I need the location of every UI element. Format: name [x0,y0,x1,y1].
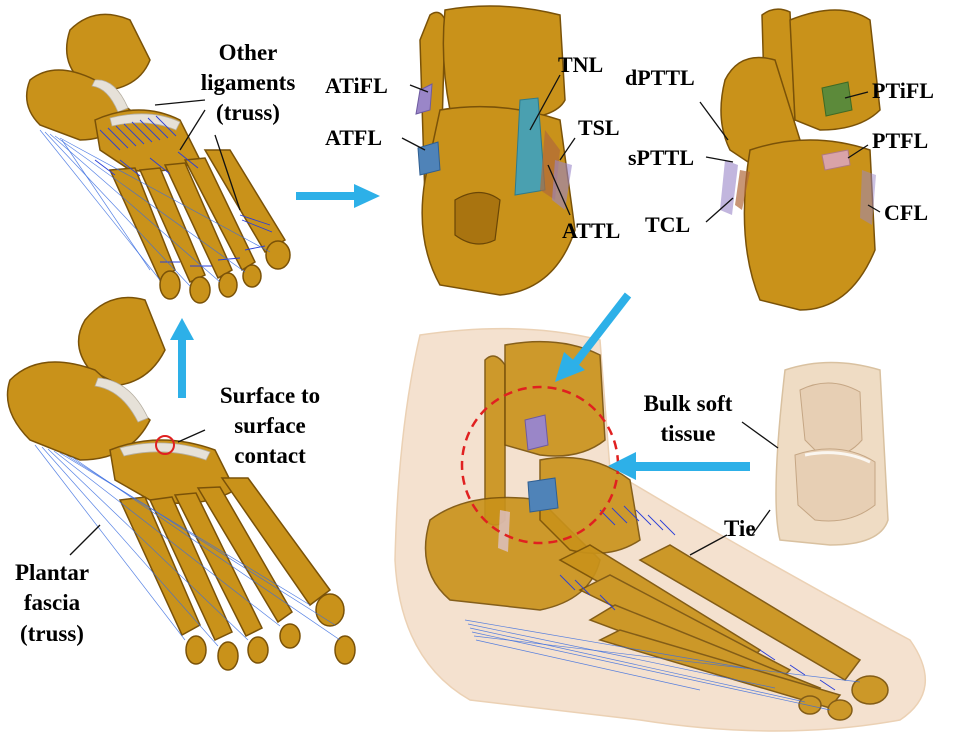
metatarsals-1 [108,149,291,304]
truss-ligaments-1 [94,115,273,267]
panel-foot-soft-tissue [394,327,927,732]
label-bulk-soft-tissue-1: Bulk soft [644,391,733,416]
panel-foot-contact [6,296,356,671]
metatarsals-2 [118,477,356,671]
panel-soft-tissue-section [775,361,889,546]
arrow-right [296,184,380,208]
label-dpttl: dPTTL [625,65,695,90]
label-surface-contact-3: contact [234,443,306,468]
label-ptifl: PTiFL [872,78,934,103]
label-tsl: TSL [578,115,620,140]
label-surface-contact-1: Surface to [220,383,320,408]
ptifl-ligament [821,81,853,117]
label-plantar-fascia-2: fascia [24,590,81,615]
leader-lines [69,74,881,556]
panel-foot-ligaments [25,13,291,304]
plantar-fascia-1 [39,129,271,287]
label-ptfl: PTFL [872,128,928,153]
label-atfl: ATFL [325,125,382,150]
label-plantar-fascia-1: Plantar [15,560,89,585]
arrow-up [170,318,194,398]
panel-ankle-posterior [720,8,881,311]
labels: Other ligaments (truss) Surface to surfa… [15,40,934,646]
label-other-ligaments-3: (truss) [216,100,280,125]
label-atifl: ATiFL [325,73,388,98]
arrow-down-left [555,292,632,382]
label-attl: ATTL [562,218,620,243]
metatarsals-5 [558,544,889,721]
label-other-ligaments-1: Other [219,40,278,65]
arrow-left [608,452,750,480]
ptfl-ligament [821,149,851,171]
label-surface-contact-2: surface [234,413,306,438]
label-cfl: CFL [884,200,928,225]
panel-ankle-anterior [415,5,576,296]
contact-marker [155,435,175,455]
atfl-ligament [417,141,441,176]
label-spttl: sPTTL [628,145,694,170]
label-tnl: TNL [558,52,603,77]
label-tie: Tie [724,516,756,541]
label-tcl: TCL [645,212,690,237]
label-plantar-fascia-3: (truss) [20,621,84,646]
label-bulk-soft-tissue-2: tissue [661,421,716,446]
plantar-fascia-2 [34,444,341,647]
flow-arrows [170,184,750,480]
label-other-ligaments-2: ligaments [201,70,296,95]
plantar-fascia-5 [464,619,861,711]
